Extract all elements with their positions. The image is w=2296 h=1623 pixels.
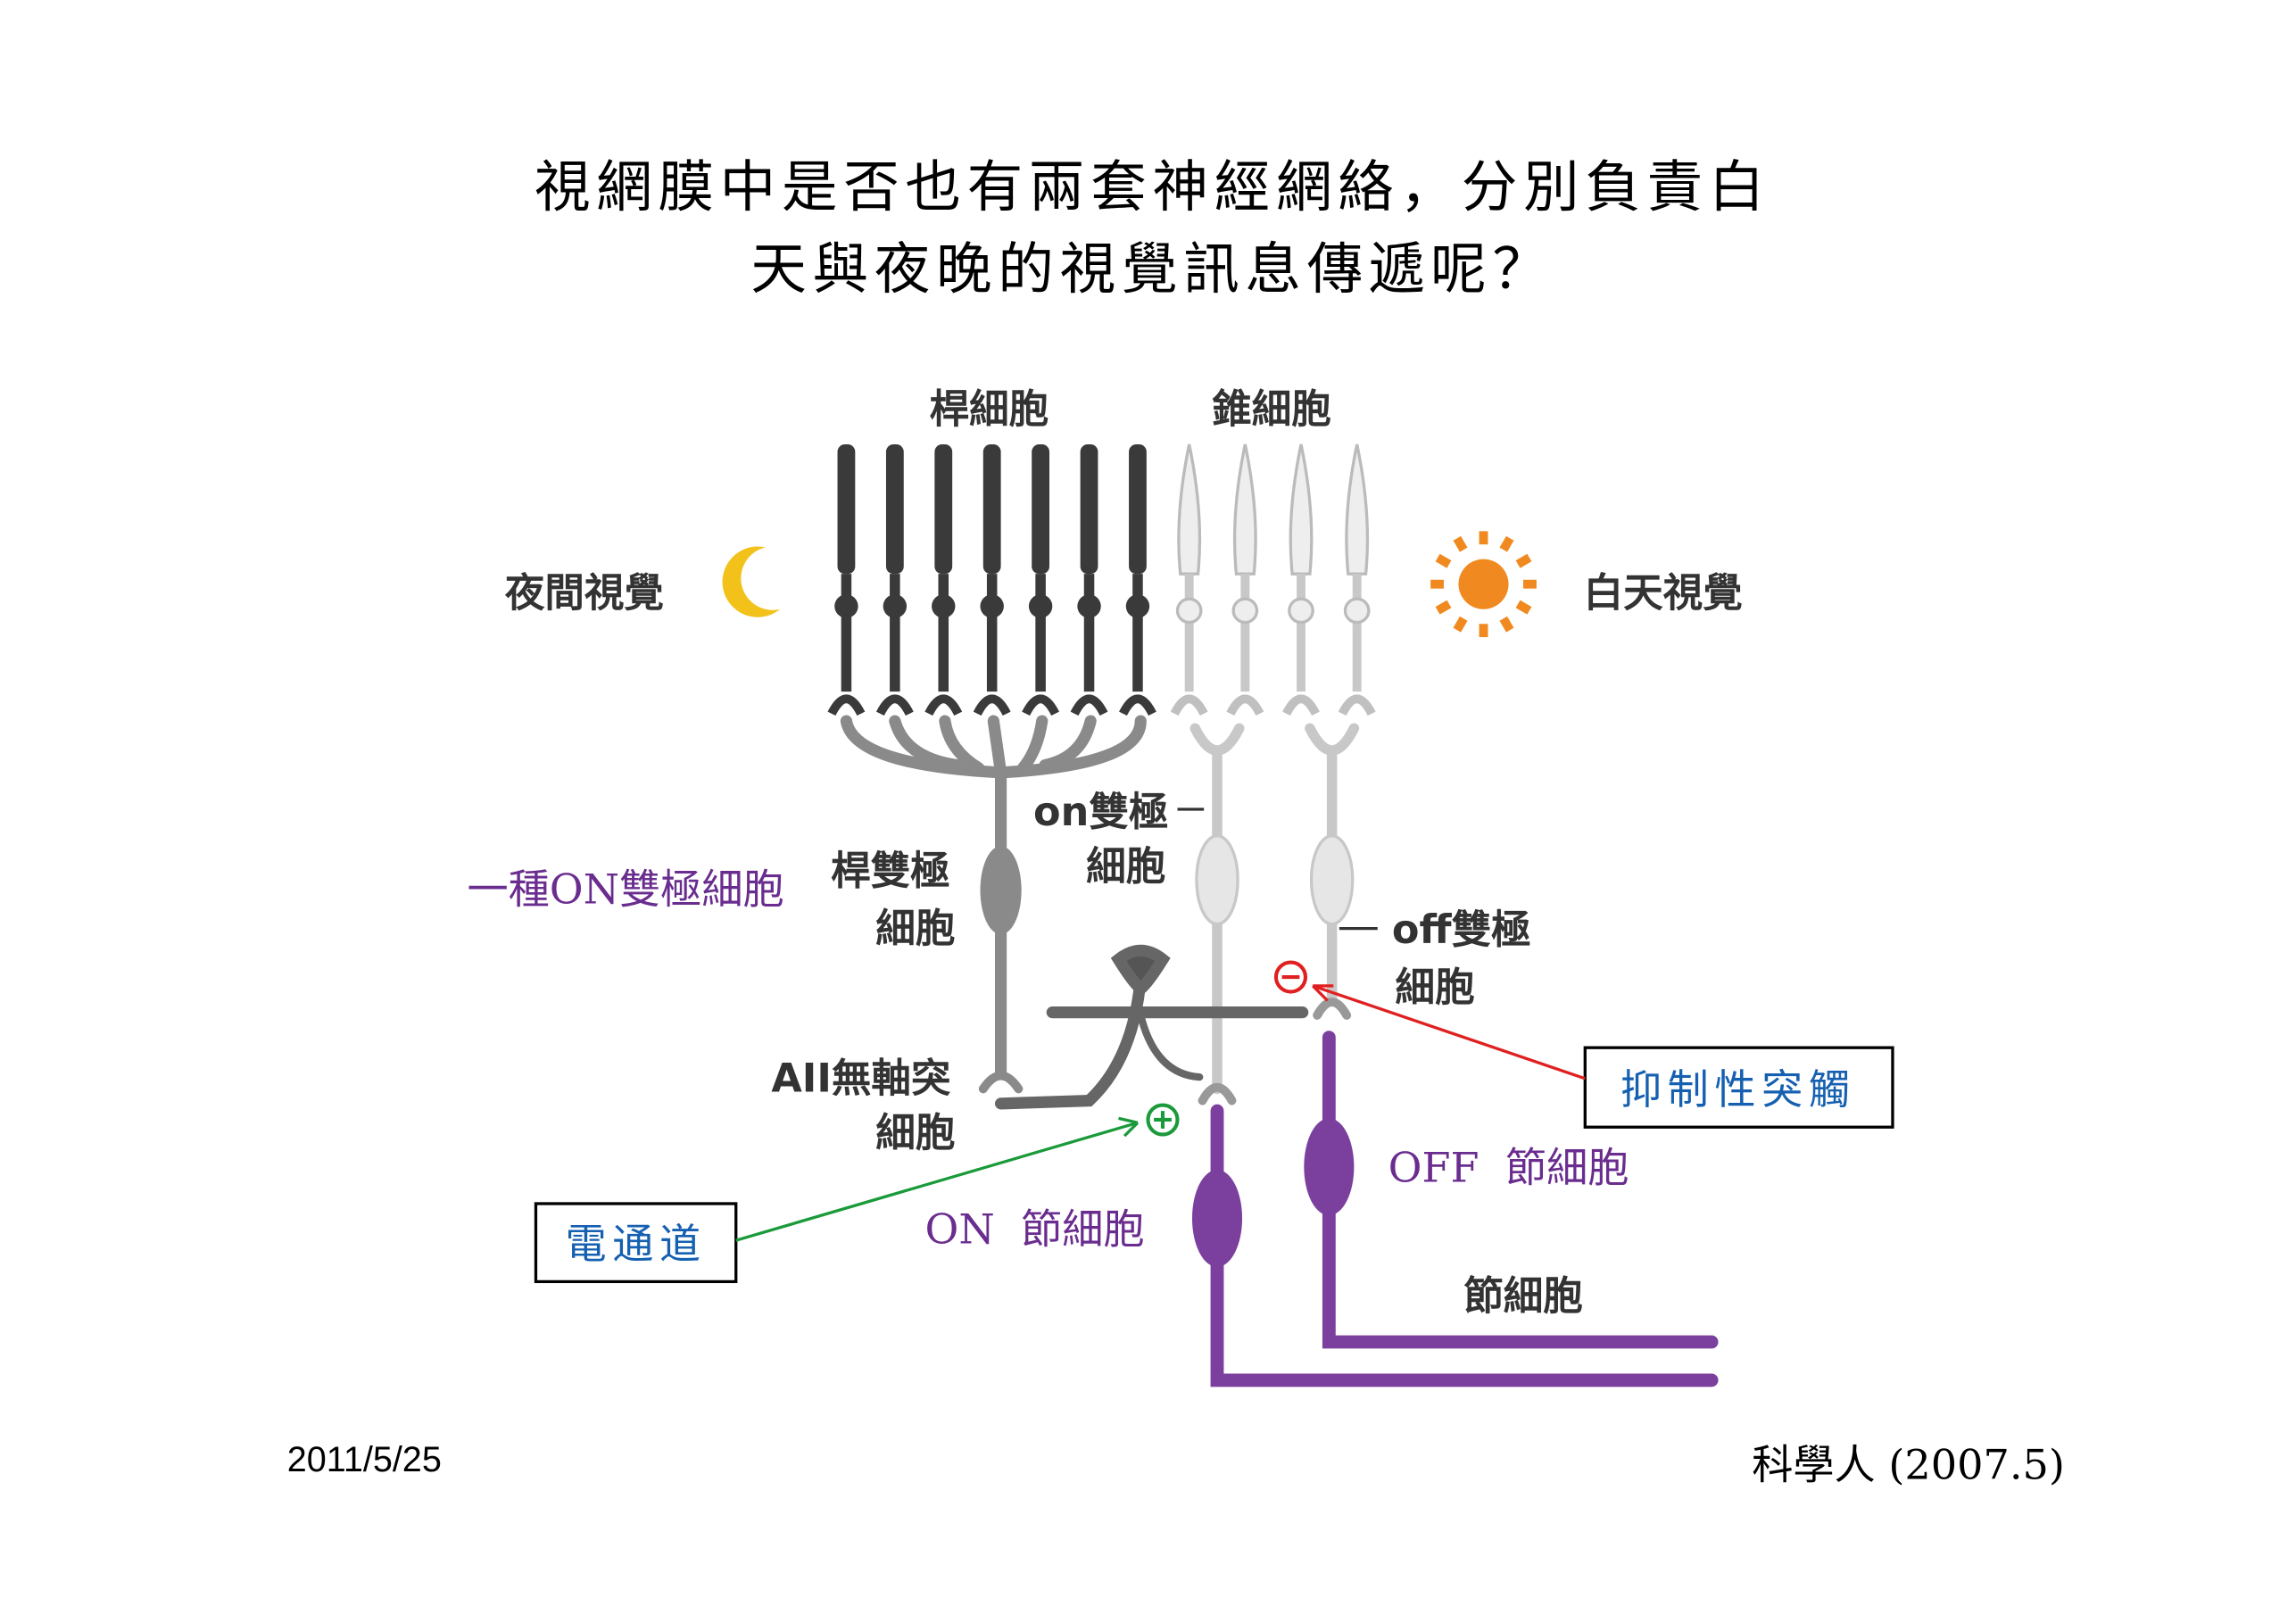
night-vision-label: 夜間視覺 <box>504 570 664 616</box>
title-line-2: 天與夜晚的視覺訊息傳遞呢？ <box>750 236 1554 302</box>
rod-cell <box>1119 444 1156 716</box>
rod-cell <box>1070 444 1108 716</box>
on-bipolar-label-2: 細胞 <box>1086 844 1165 890</box>
on-ganglion-cell <box>1191 1104 1719 1387</box>
rod-cell <box>1022 444 1060 716</box>
inhibitory-synapse-annotation: 抑制性突觸 <box>1620 1065 1856 1114</box>
off-bipolar-label-2: 細胞 <box>1396 965 1475 1010</box>
rod-cell <box>827 444 866 716</box>
sun-ray <box>1515 600 1532 615</box>
rod-cell <box>875 444 914 716</box>
off-cone-bipolar-cell <box>1305 723 1360 1020</box>
inhibitory-arrow <box>1312 984 1586 1081</box>
plus-icon <box>1146 1103 1180 1137</box>
rod-bipolar-label-2: 細胞 <box>875 906 955 951</box>
cone-cell <box>1282 443 1320 716</box>
sun-ray <box>1499 616 1514 633</box>
cone-cell <box>1338 443 1376 716</box>
electrical-arrow <box>735 1121 1139 1242</box>
on-cone-bipolar-cell <box>1189 723 1245 1105</box>
aii-amacrine-label-1: AII無軸突 <box>771 1056 951 1102</box>
rod-bipolar-label-1: 桿雙極 <box>831 849 950 894</box>
sun-ray <box>1453 535 1468 552</box>
cone-cells-label: 錐細胞 <box>1212 386 1331 432</box>
title-line-1: 視網膜中是否也有兩套神經網絡，分別負責白 <box>535 154 1770 219</box>
rod-cell <box>924 444 963 716</box>
rod-cells <box>827 444 1156 716</box>
ganglion-label: 節細胞 <box>1463 1274 1583 1320</box>
aii-amacrine-cell <box>994 944 1309 1110</box>
on-bipolar-type-annotation: 一種ON雙極細胞 <box>467 865 783 914</box>
cone-cell <box>1170 443 1208 716</box>
footer-source: 科學人 (2007.5) <box>1752 1440 2065 1488</box>
on-ganglion-annotation: ON 節細胞 <box>924 1205 1144 1254</box>
sun-ray <box>1453 616 1468 633</box>
off-bipolar-label-1: off雙極 <box>1392 907 1531 953</box>
aii-amacrine-label-2: 細胞 <box>875 1111 955 1156</box>
day-vision-label: 白天視覺 <box>1584 570 1743 616</box>
off-ganglion-cell <box>1304 1031 1719 1349</box>
moon-icon <box>722 546 781 617</box>
inhibitory-synapse-box <box>1583 1046 1894 1129</box>
rod-cells-label: 桿細胞 <box>930 386 1049 432</box>
sun-ray <box>1499 535 1514 552</box>
off-ganglion-annotation: OFF 節細胞 <box>1388 1143 1629 1191</box>
sun-ray <box>1435 600 1452 615</box>
footer-date: 2011/5/25 <box>287 1440 442 1479</box>
sun-icon <box>1430 531 1537 638</box>
rod-bipolar-cell <box>840 715 1147 1094</box>
minus-icon <box>1273 960 1308 994</box>
cone-cells <box>1170 443 1376 716</box>
electrical-channel-annotation: 電通道 <box>565 1220 706 1268</box>
sun-ray <box>1435 553 1452 568</box>
sun-ray <box>1515 553 1532 568</box>
electrical-channel-box <box>534 1202 738 1284</box>
rod-cell <box>973 444 1011 716</box>
on-bipolar-label-1: on雙極 <box>1033 790 1168 835</box>
cone-cell <box>1226 443 1264 716</box>
